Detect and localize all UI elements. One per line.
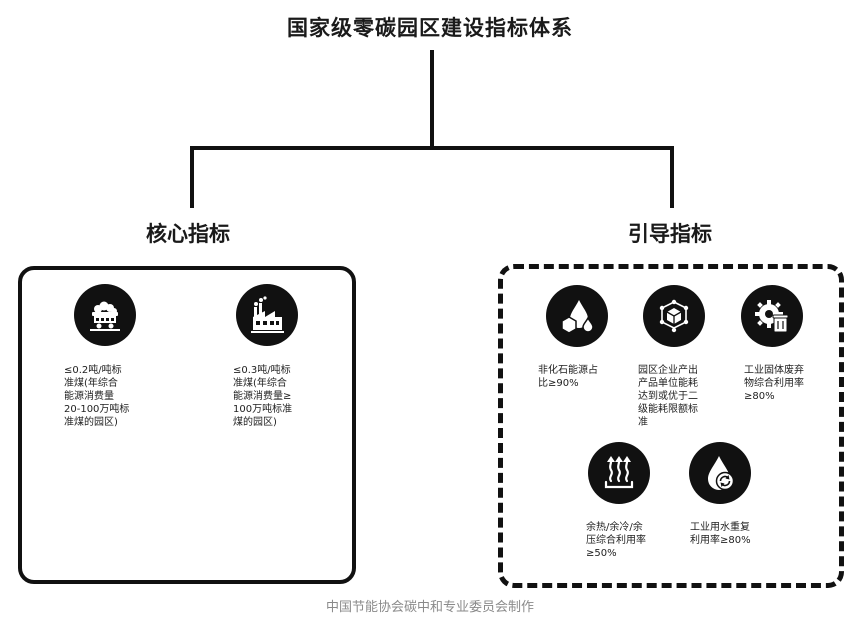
guide-item-2-text: 园区企业产出 产品单位能耗 达到或优于二 级能耗限额标 准	[638, 365, 698, 428]
core-item-2-text: ≤0.3吨/吨标 准煤(年综合 能源消费量≥ 100万吨标准 煤的园区)	[233, 365, 293, 428]
gear-recycle-bin-icon	[741, 285, 803, 347]
trunk-line	[430, 50, 434, 149]
diagram-title: 国家级零碳园区建设指标体系	[287, 16, 573, 40]
core-item-1-text: ≤0.2吨/吨标 准煤(年综合 能源消费量 20-100万吨标 准煤的园区)	[64, 365, 130, 428]
guide-item-3-text: 工业固体废弃 物综合利用率 ≥80%	[744, 365, 804, 402]
waste-heat-icon	[588, 442, 650, 504]
branch-right-line	[670, 146, 674, 208]
renewable-energy-icon	[546, 285, 608, 347]
guide-item-5-text: 工业用水重复 利用率≥80%	[690, 522, 751, 546]
footer-credit: 中国节能协会碳中和专业委员会制作	[325, 600, 534, 615]
product-cube-network-icon	[643, 285, 705, 347]
guide-item-1-text: 非化石能源占 比≥90%	[538, 365, 598, 389]
coal-cart-icon	[74, 284, 136, 346]
guide-heading: 引导指标	[628, 222, 712, 246]
guide-indicators-box	[498, 264, 844, 588]
water-recycle-icon	[689, 442, 751, 504]
factory-icon	[236, 284, 298, 346]
branch-left-line	[190, 146, 194, 208]
core-heading: 核心指标	[146, 222, 230, 246]
branch-horizontal-line	[190, 146, 674, 150]
core-indicators-box	[18, 266, 356, 584]
guide-item-4-text: 余热/余冷/余 压综合利用率 ≥50%	[586, 522, 646, 559]
